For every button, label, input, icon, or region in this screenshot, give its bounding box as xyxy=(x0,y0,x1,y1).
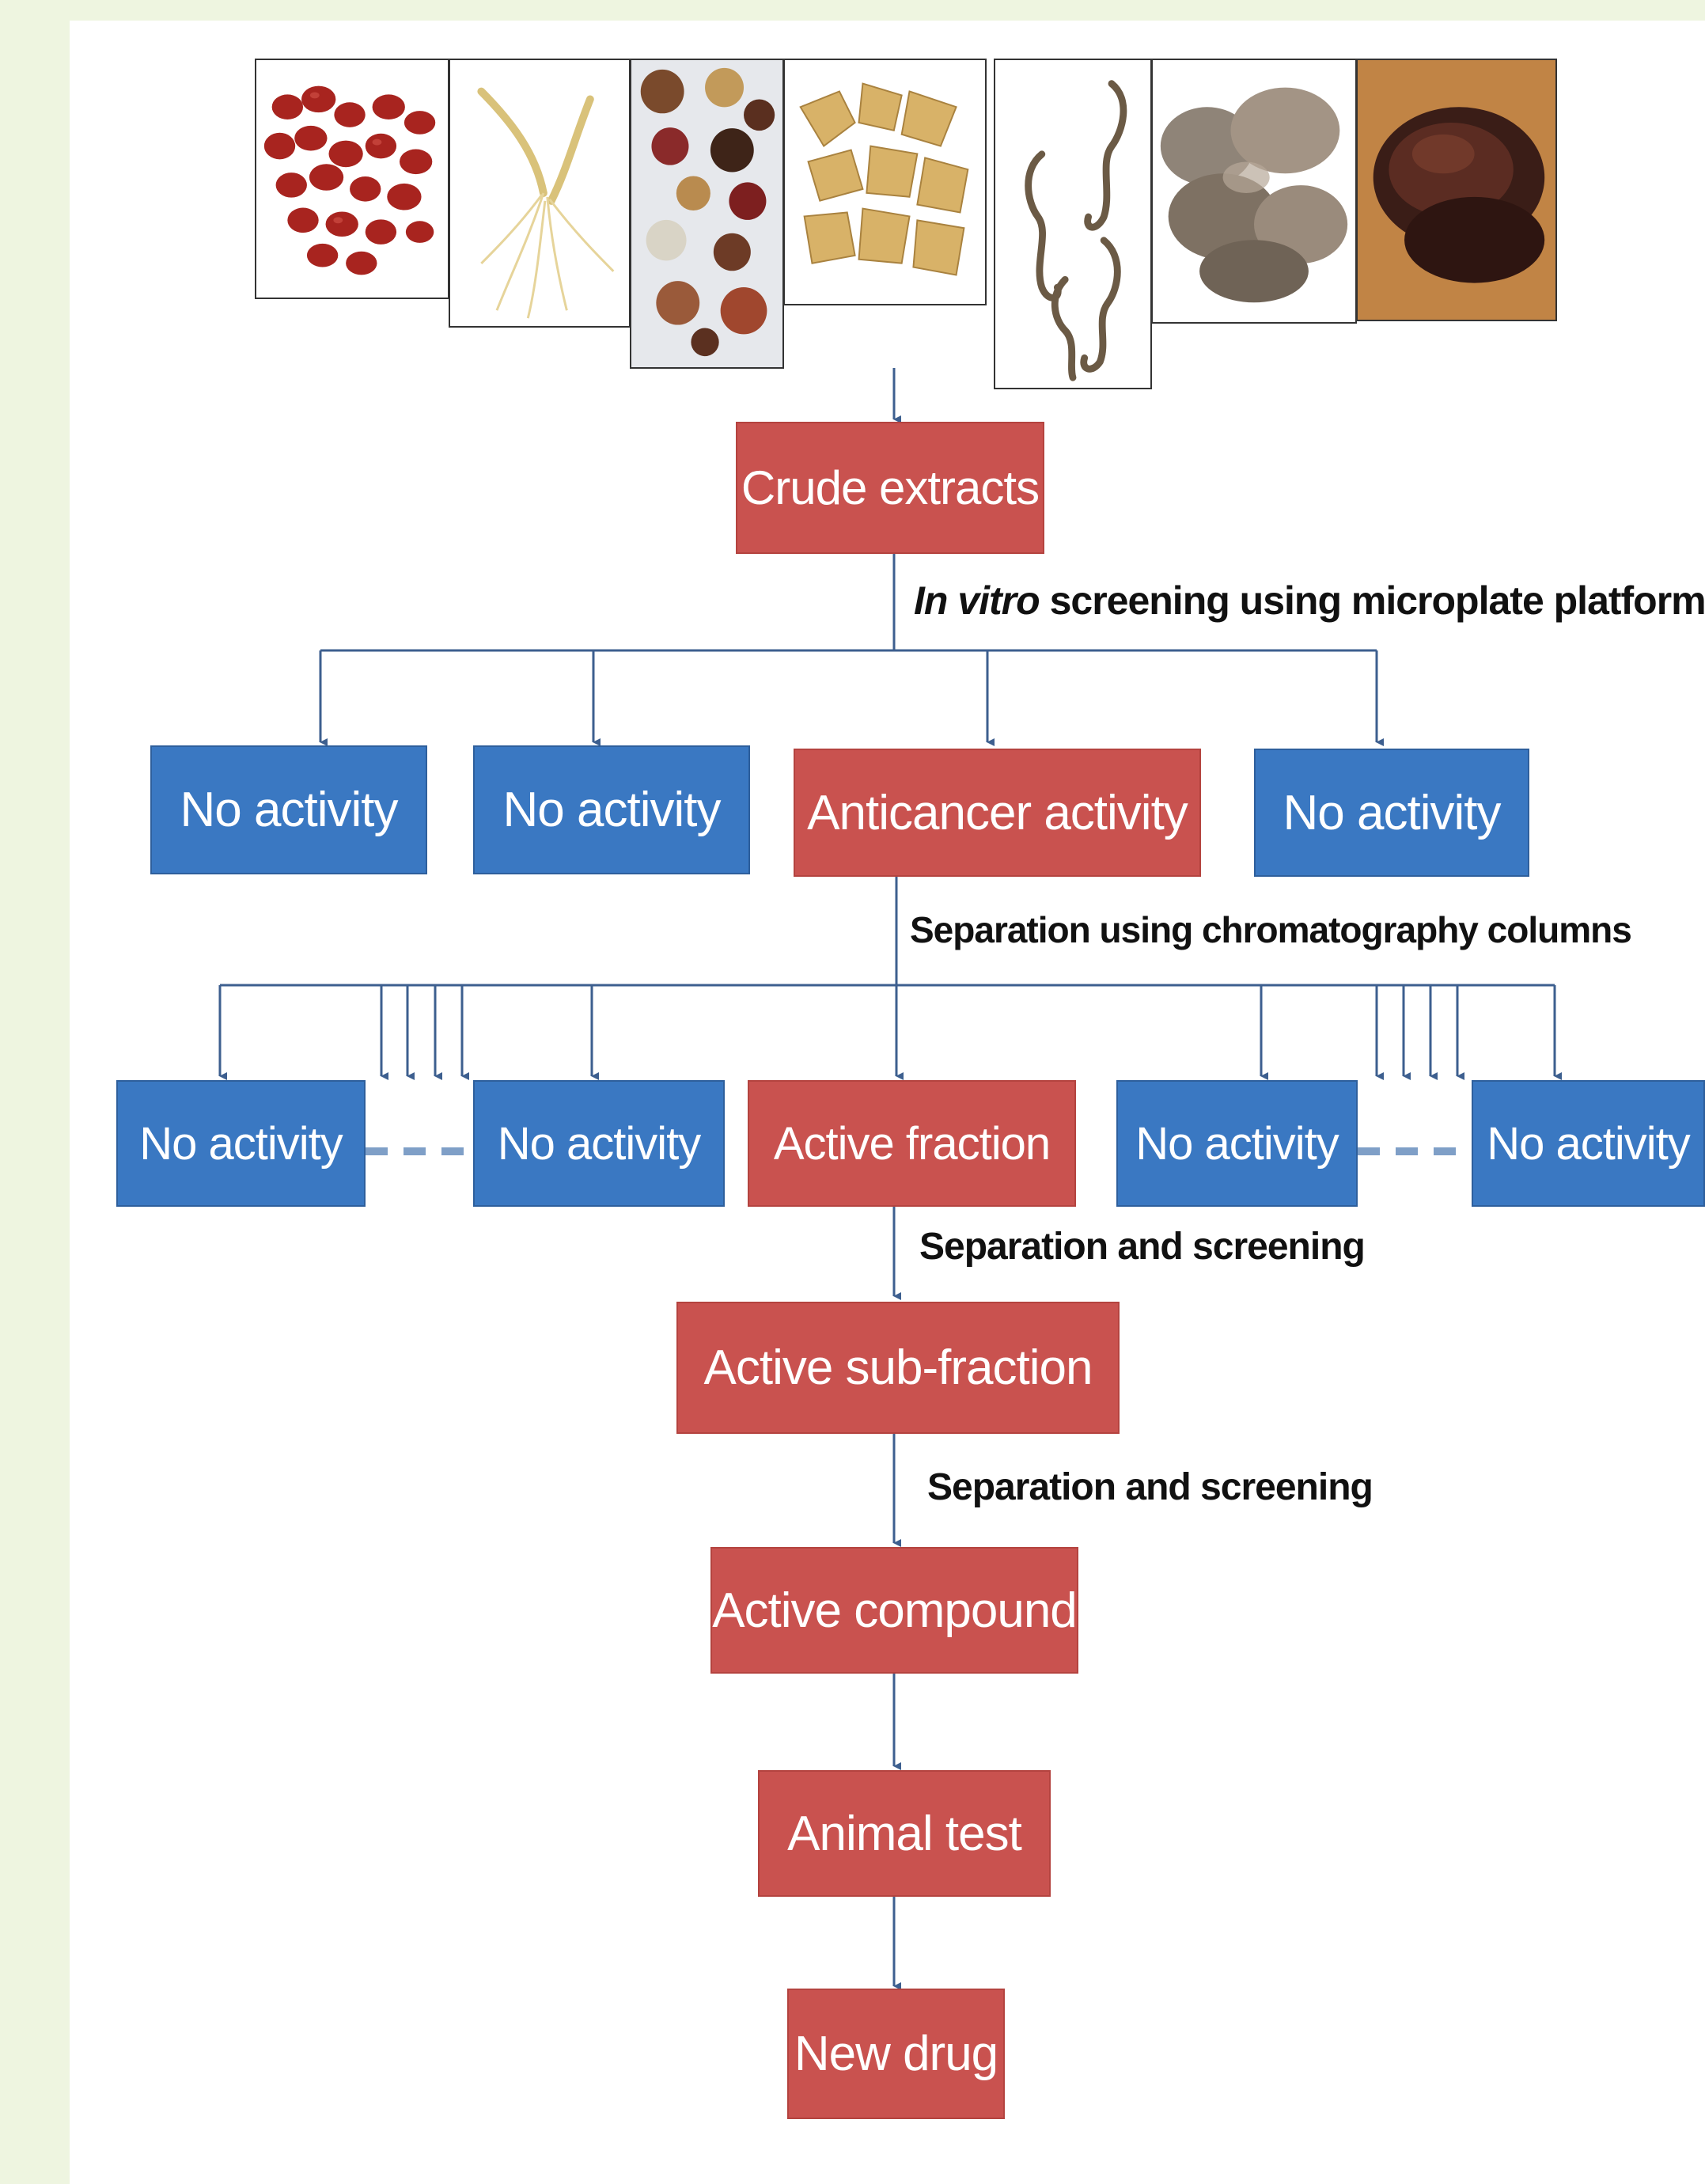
reishi-mushroom-image xyxy=(1356,59,1557,321)
active-fraction-box: Active fraction xyxy=(748,1080,1076,1207)
no-activity-box-5: No activity xyxy=(473,1080,725,1207)
no-activity-box-2: No activity xyxy=(473,745,750,874)
active-compound-box: Active compound xyxy=(710,1547,1078,1674)
separation-columns-label: Separation using chromatography columns xyxy=(910,909,1632,950)
no-activity-box-3: No activity xyxy=(1254,749,1529,877)
ginseng-root-image xyxy=(449,59,631,328)
separation-screening-label-1: Separation and screening xyxy=(919,1226,1366,1268)
no-activity-box-7: No activity xyxy=(1472,1080,1705,1207)
new-drug-box: New drug xyxy=(787,1989,1005,2119)
no-activity-box-4: No activity xyxy=(116,1080,366,1207)
in-vitro-rest-text: screening using microplate platform xyxy=(1039,578,1705,623)
no-activity-box-1: No activity xyxy=(150,745,427,874)
assorted-herbs-image xyxy=(630,59,784,369)
separation-screening-label-2: Separation and screening xyxy=(927,1466,1373,1508)
seahorses-image xyxy=(994,59,1152,389)
jujube-dates-image xyxy=(255,59,449,299)
crude-extracts-box: Crude extracts xyxy=(736,422,1044,554)
no-activity-box-6: No activity xyxy=(1116,1080,1358,1207)
in-vitro-italic-text: In vitro xyxy=(914,578,1040,623)
active-sub-fraction-box: Active sub-fraction xyxy=(676,1302,1120,1434)
dried-root-slices-image xyxy=(783,59,987,305)
in-vitro-screening-label: In vitro screening using microplate plat… xyxy=(914,578,1705,624)
animal-test-box: Animal test xyxy=(758,1770,1051,1897)
dried-fungus-image xyxy=(1151,59,1357,324)
anticancer-activity-box: Anticancer activity xyxy=(794,749,1201,877)
